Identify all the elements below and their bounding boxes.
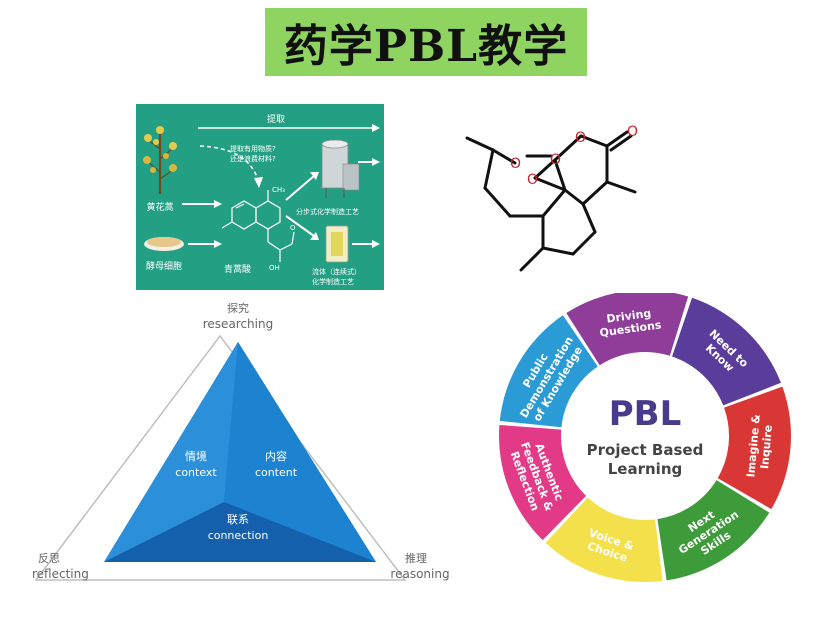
batch-reactor-icon	[321, 139, 360, 198]
plant-icon	[143, 126, 177, 194]
wheel-segment	[672, 297, 781, 406]
oxygen-atom-3: O	[527, 172, 538, 188]
petri-dish-icon	[144, 237, 184, 251]
pbl-center-line2: Learning	[608, 460, 683, 478]
oxygen-atom-2: O	[550, 152, 561, 168]
batch-arrow	[285, 175, 315, 201]
triangle-diagram: 探究 researching 反思 reflecting 推理 reasonin…	[32, 301, 450, 581]
wheel-segment	[717, 386, 791, 510]
researching-en: researching	[203, 317, 273, 331]
wheel-segment	[499, 315, 598, 428]
batch-process-label: 分步式化学制造工艺	[296, 207, 359, 216]
wheel-segment	[545, 497, 663, 582]
pbl-center-title: PBL	[609, 394, 682, 434]
oxygen-atom-1: O	[510, 156, 521, 172]
extract-arrow-head	[372, 124, 380, 132]
researching-cn: 探究	[227, 301, 249, 315]
acid-label: 青蒿酸	[224, 263, 251, 275]
reasoning-en: reasoning	[390, 567, 449, 581]
extract-label: 提取	[267, 114, 285, 125]
question-line1: 提取有用物质?	[230, 144, 276, 153]
content-cn: 内容	[265, 449, 287, 463]
acid-o-label: O	[290, 224, 296, 232]
connection-face	[104, 502, 376, 562]
flow-process-line1: 流体（连续式）	[312, 267, 361, 276]
content-en: content	[255, 466, 298, 479]
pbl-center-line1: Project Based	[587, 441, 704, 459]
connection-cn: 联系	[227, 513, 249, 526]
wheel-center	[565, 356, 725, 516]
reflecting-en: reflecting	[32, 567, 89, 581]
wheel-segment-label-line: Driving	[606, 307, 652, 326]
flow-arrow	[285, 215, 315, 237]
artemisinic-acid-structure	[221, 190, 295, 262]
wheel-segment	[566, 293, 689, 366]
reasoning-cn: 推理	[405, 551, 427, 565]
outer-triangle	[34, 334, 407, 581]
dashed-question-arrow	[199, 145, 259, 181]
wheel-segment	[499, 424, 587, 541]
yeast-label: 酵母细胞	[146, 260, 182, 272]
question-line2: 还是浪费材料?	[230, 154, 276, 163]
context-face	[104, 342, 238, 562]
extraction-diagram: 提取 黄花蒿 酵母细胞	[136, 104, 384, 290]
wheel-segment-label-line: Inquire	[758, 424, 775, 469]
content-face	[224, 342, 376, 562]
connection-en: connection	[208, 529, 269, 542]
methyl-label: CH₃	[272, 186, 285, 194]
extraction-svg: 提取 黄花蒿 酵母细胞	[143, 114, 380, 286]
wheel-segment-label-line: Imagine &	[744, 413, 763, 478]
context-cn: 情境	[185, 449, 207, 463]
context-en: context	[175, 466, 217, 479]
wheel-segment-label: Imagine &Inquire	[744, 413, 776, 479]
oxygen-atom-4: O	[575, 130, 586, 146]
title-banner: 药学PBL教学	[265, 8, 587, 76]
artemisinin-molecule: O O O O O	[465, 124, 638, 272]
flow-reactor-icon	[325, 225, 349, 263]
oh-label: OH	[269, 264, 280, 272]
reflecting-cn: 反思	[38, 552, 60, 565]
oxygen-atom-5: O	[627, 124, 638, 140]
wheel-segment	[657, 480, 770, 581]
page-title: 药学PBL教学	[283, 21, 569, 72]
flow-process-line2: 化学制造工艺	[312, 277, 354, 286]
plant-label: 黄花蒿	[146, 201, 173, 213]
